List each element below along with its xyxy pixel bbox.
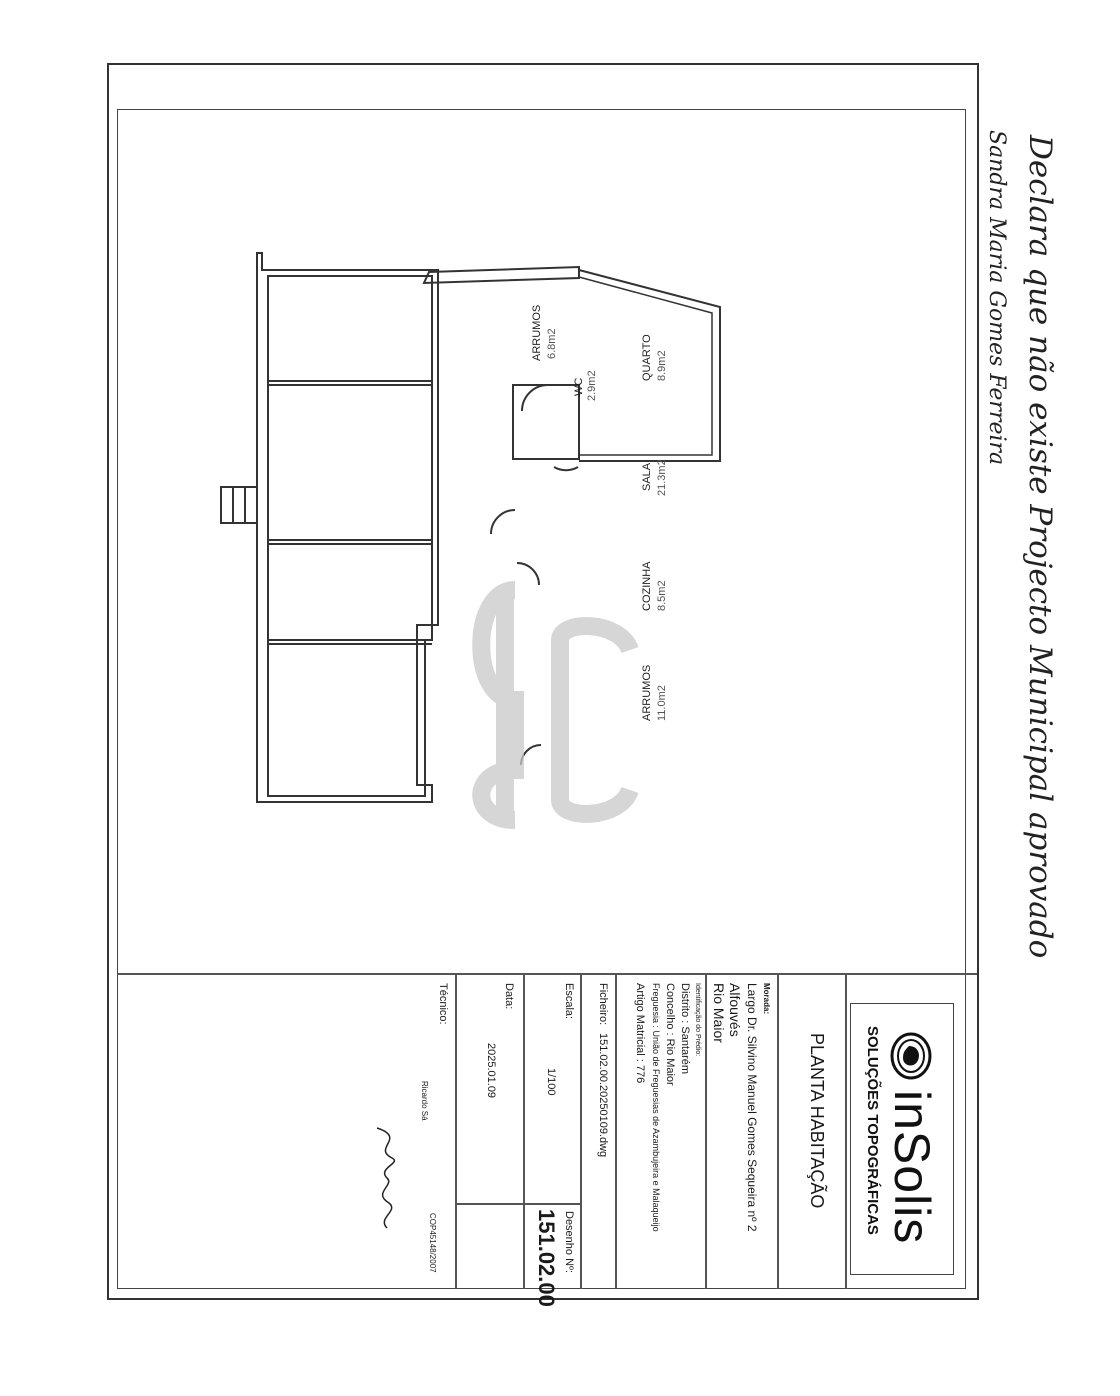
- logo-box: inSolis SOLUÇÕES TOPOGRÁFICAS: [850, 1003, 954, 1275]
- room-label-cozinha: COZINHA: [641, 561, 653, 611]
- floor-plan: QUARTO 8.9m2 ARRUMOS 6.8m2 WC 2.9m2 SALA…: [220, 252, 721, 803]
- room-area-arrumos-1: 6.8m2: [546, 328, 558, 359]
- room-label-quarto: QUARTO: [641, 334, 653, 381]
- room-label-arrumos-2: ARRUMOS: [641, 665, 653, 721]
- room-label-arrumos-1: ARRUMOS: [531, 305, 543, 361]
- room-area-arrumos-2: 11.0m2: [656, 685, 668, 721]
- room-label-sala: SALA: [641, 462, 653, 491]
- room-area-quarto: 8.9m2: [656, 350, 668, 381]
- room-area-wc: 2.9m2: [586, 370, 598, 401]
- title-block: inSolis SOLUÇÕES TOPOGRÁFICAS PLANTA HAB…: [117, 973, 977, 1307]
- room-area-sala: 21.3m2: [656, 459, 668, 496]
- arrumos-top-wall: [422, 265, 580, 285]
- outer-wall: [256, 252, 439, 803]
- technician-signature: [376, 1127, 395, 1229]
- room-area-cozinha: 8.5m2: [656, 580, 668, 611]
- drawing-sheet: QUARTO 8.9m2 ARRUMOS 6.8m2 WC 2.9m2 SALA…: [107, 63, 979, 1307]
- room-label-wc: WC: [573, 378, 585, 396]
- insolis-logo-icon: [890, 1032, 932, 1080]
